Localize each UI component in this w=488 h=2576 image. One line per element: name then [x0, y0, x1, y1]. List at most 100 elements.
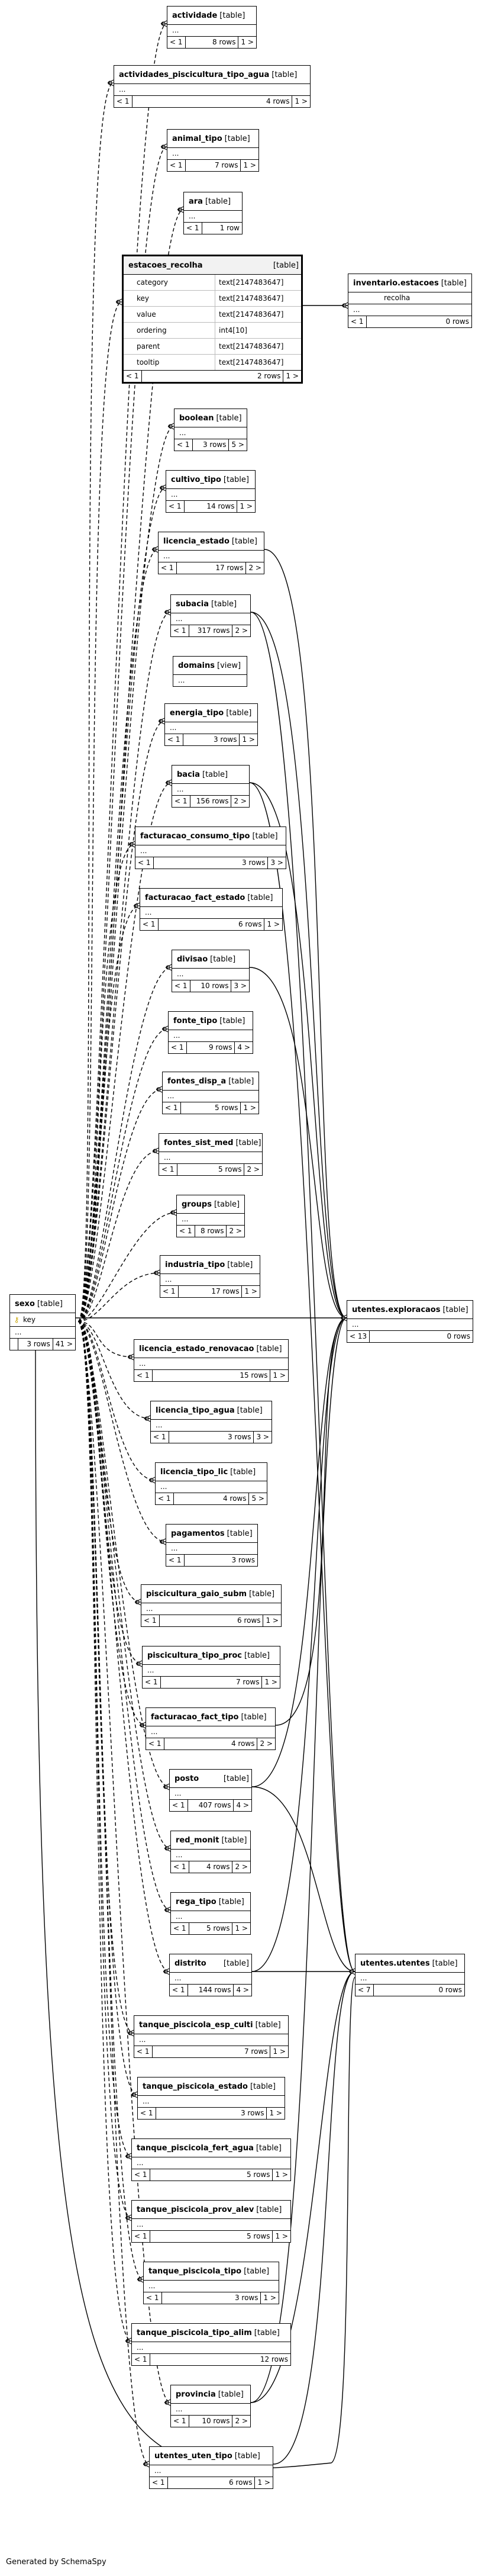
fk-line — [250, 612, 356, 1972]
fk-crowfoot-icon — [139, 1722, 146, 1729]
columns-ellipsis: ... — [184, 211, 242, 223]
fk-line — [77, 612, 171, 1322]
columns-ellipsis: ... — [166, 1543, 257, 1555]
fk-line — [77, 1321, 143, 1664]
columns-ellipsis: ... — [156, 1481, 267, 1493]
table-domains[interactable]: domains[view] ... — [173, 656, 247, 687]
table-tanque_piscicola_esp_culti[interactable]: tanque_piscicola_esp_culti[table] ... < … — [134, 2015, 289, 2058]
fk-line — [77, 1272, 160, 1322]
table-kind: [table] — [235, 1138, 261, 1147]
row-count: 144 rows — [188, 1985, 234, 1996]
table-tanque_piscicola_tipo_alim[interactable]: tanque_piscicola_tipo_alim[table] ... < … — [131, 2323, 291, 2366]
fk-line — [77, 1321, 146, 1726]
children-count: 5 > — [251, 1494, 264, 1503]
fk-line — [77, 23, 167, 1322]
table-name: domains — [178, 661, 215, 670]
table-name: facturacao_fact_estado — [145, 893, 245, 902]
table-tanque_piscicola_prov_alev[interactable]: tanque_piscicola_prov_alev[table] ... < … — [131, 2200, 291, 2243]
fk-crowfoot-icon — [134, 903, 138, 908]
children-count: 2 > — [235, 2417, 248, 2425]
columns-ellipsis: ... — [141, 1603, 281, 1615]
generated-by-note: Generated by SchemaSpy — [6, 2558, 106, 2567]
fk-line — [77, 721, 165, 1322]
fk-crowfoot-icon — [163, 1969, 168, 1974]
parents-count: < 1 — [170, 1985, 188, 1996]
table-kind: [table] — [218, 2390, 244, 2399]
table-name: utentes_uten_tipo — [154, 2451, 232, 2461]
parents-count: < 13 — [347, 1331, 370, 1342]
fk-line — [77, 1150, 159, 1322]
fk-crowfoot-icon — [340, 1314, 347, 1321]
column-type: text[2147483647] — [219, 310, 284, 319]
table-kind: [table] — [272, 70, 298, 79]
table-actividades_piscicultura_tipo_agua[interactable]: actividades_piscicultura_tipo_agua[table… — [114, 65, 311, 108]
columns-ellipsis: ... — [159, 551, 264, 562]
table-kind: [table] — [223, 1958, 249, 1968]
table-kind: [table] — [241, 1712, 267, 1722]
row-count: 5 rows — [177, 1164, 245, 1175]
fk-crowfoot-icon — [135, 1600, 140, 1604]
children-count: 1 > — [241, 38, 254, 46]
parents-count: < 1 — [167, 37, 186, 48]
table-inventario-estacoes[interactable]: inventario.estacoes[table] recolha ... <… — [348, 274, 472, 328]
columns-ellipsis: ... — [143, 1665, 280, 1677]
children-count: 1 > — [242, 735, 255, 744]
parents-count: < 1 — [174, 439, 193, 451]
table-kind: [table] — [205, 197, 231, 206]
table-kind: [table] — [256, 1344, 282, 1353]
columns-ellipsis: ... — [174, 427, 247, 439]
table-tanque_piscicola_fert_agua[interactable]: tanque_piscicola_fert_agua[table] ... < … — [131, 2138, 291, 2181]
parents-count: < 1 — [132, 2354, 150, 2365]
table-licencia_estado_renovacao[interactable]: licencia_estado_renovacao[table] ... < 1… — [134, 1339, 289, 1382]
child-column: recolha — [348, 292, 471, 304]
parents-count: < 1 — [134, 2046, 153, 2057]
fk-crowfoot-icon — [129, 842, 134, 847]
table-name: piscicultura_gaio_subm — [146, 1589, 247, 1599]
parents-count: < 1 — [114, 96, 132, 107]
row-count: 4 rows — [132, 96, 293, 107]
children-count: 1 > — [243, 1104, 256, 1112]
table-kind: [table] — [218, 1897, 244, 1906]
fk-crowfoot-icon — [125, 2214, 132, 2221]
fk-crowfoot-icon — [165, 779, 172, 786]
table-name: boolean — [179, 413, 214, 423]
columns-ellipsis: ... — [138, 2096, 285, 2108]
row-count: 8 rows — [186, 37, 239, 48]
